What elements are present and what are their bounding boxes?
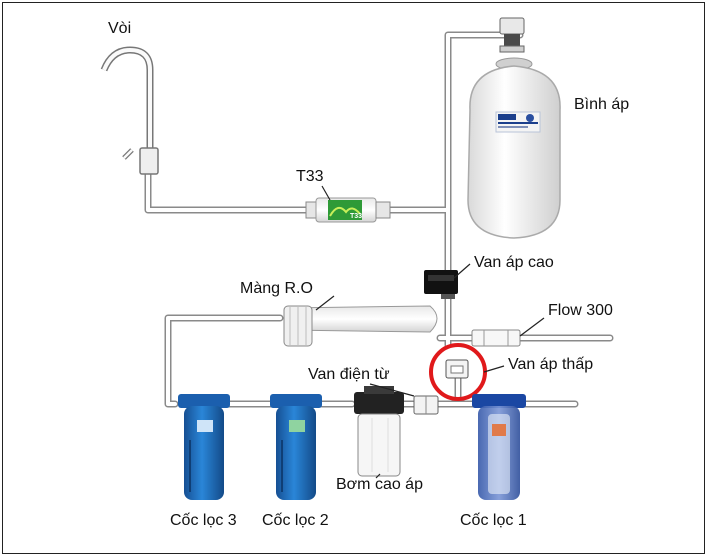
flow-300-restrictor	[471, 329, 521, 347]
pressure-tank	[467, 57, 561, 239]
filter-cup-1	[472, 394, 526, 500]
label-filter-2: Cốc lọc 2	[262, 512, 329, 529]
high-pressure-valve	[424, 270, 458, 299]
faucet	[100, 46, 159, 175]
label-solenoid-valve: Van điện từ	[308, 366, 390, 383]
booster-pump	[354, 386, 404, 477]
ro-membrane	[283, 305, 438, 347]
label-flow: Flow 300	[548, 302, 613, 319]
solenoid-valve	[413, 395, 439, 415]
tank-inlet-fitting	[499, 17, 525, 53]
label-high-pressure-valve: Van áp cao	[474, 254, 554, 271]
filter-cup-2	[270, 394, 322, 500]
label-filter-1: Cốc lọc 1	[460, 512, 527, 529]
label-ro-membrane: Màng R.O	[240, 280, 313, 297]
label-booster-pump: Bơm cao áp	[336, 476, 423, 493]
filter-cup-3	[178, 394, 230, 500]
low-pressure-valve	[445, 359, 469, 379]
label-pressure-tank: Bình áp	[574, 96, 630, 113]
label-low-pressure-valve: Van áp thấp	[508, 356, 594, 373]
t33-cartridge: T33	[305, 197, 391, 223]
leader-lines	[315, 185, 545, 479]
label-faucet: Vòi	[108, 20, 132, 37]
label-filter-3: Cốc lọc 3	[170, 512, 237, 529]
label-t33: T33	[296, 168, 324, 185]
t33-cartridge-text: T33	[350, 213, 362, 220]
